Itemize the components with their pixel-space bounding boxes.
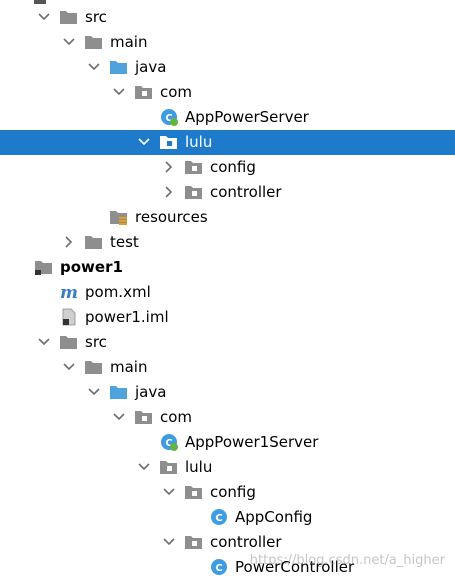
tree-node-com-1[interactable]: com [0, 80, 455, 105]
tree-node-resources-1[interactable]: resources [0, 205, 455, 230]
tree-node-config-1[interactable]: config [0, 155, 455, 180]
tree-node-controller-1[interactable]: controller [0, 180, 455, 205]
tree-node-label: PowerController [235, 558, 355, 576]
tree-node-appconfig[interactable]: C AppConfig [0, 505, 455, 530]
chevron-right-icon[interactable] [162, 160, 176, 174]
package-icon [184, 483, 204, 501]
resources-folder-icon [109, 208, 129, 226]
tree-node-label: power1.iml [85, 308, 169, 326]
chevron-down-icon[interactable] [37, 10, 51, 24]
chevron-right-icon[interactable] [62, 235, 76, 249]
tree-node-label: test [110, 233, 139, 251]
tree-node-label: pom.xml [85, 283, 151, 301]
folder-icon [84, 358, 104, 376]
svg-text:C: C [215, 563, 222, 574]
folder-icon [84, 33, 104, 51]
tree-node-power1[interactable]: power1 [0, 255, 455, 280]
svg-text:C: C [165, 438, 172, 449]
tree-node-label: controller [210, 183, 282, 201]
tree-node-pom-xml[interactable]: m pom.xml [0, 280, 455, 305]
svg-text:C: C [165, 113, 172, 124]
file-icon [59, 308, 79, 326]
spring-class-icon: C [159, 433, 179, 451]
tree-node-label: lulu [185, 133, 213, 151]
package-icon [184, 158, 204, 176]
package-icon [134, 83, 154, 101]
source-folder-icon [109, 383, 129, 401]
chevron-down-icon[interactable] [112, 410, 126, 424]
chevron-down-icon[interactable] [37, 335, 51, 349]
tree-node-config-2[interactable]: config [0, 480, 455, 505]
tree-node-src-1[interactable]: src [0, 5, 455, 30]
tree-node-label: controller [210, 533, 282, 551]
folder-icon [59, 333, 79, 351]
tree-node-main-1[interactable]: main [0, 30, 455, 55]
tree-node-test-1[interactable]: test [0, 230, 455, 255]
tree-node-lulu-1[interactable]: lulu [0, 130, 455, 155]
chevron-down-icon[interactable] [162, 535, 176, 549]
tree-node-java-1[interactable]: java [0, 55, 455, 80]
package-icon [159, 458, 179, 476]
package-icon [184, 533, 204, 551]
source-folder-icon [109, 58, 129, 76]
package-icon [159, 133, 179, 151]
package-icon [134, 408, 154, 426]
tree-node-controller-2[interactable]: controller [0, 530, 455, 555]
tree-node-label: AppPowerServer [185, 108, 309, 126]
folder-icon [84, 233, 104, 251]
tree-node-label: java [135, 58, 167, 76]
chevron-down-icon[interactable] [62, 360, 76, 374]
chevron-right-icon[interactable] [162, 185, 176, 199]
tree-node-label: main [110, 358, 148, 376]
tree-node-com-2[interactable]: com [0, 405, 455, 430]
chevron-down-icon[interactable] [137, 135, 151, 149]
tree-node-power1-iml[interactable]: power1.iml [0, 305, 455, 330]
maven-icon: m [59, 283, 79, 301]
tree-node-powercontroller[interactable]: C PowerController [0, 555, 455, 580]
svg-text:m: m [60, 283, 78, 301]
tree-node-apppowerserver[interactable]: C AppPowerServer [0, 105, 455, 130]
chevron-down-icon[interactable] [62, 35, 76, 49]
tree-node-label: AppPower1Server [185, 433, 319, 451]
tree-node-label: com [160, 83, 193, 101]
class-icon: C [209, 508, 229, 526]
tree-node-java-2[interactable]: java [0, 380, 455, 405]
tree-node-label: java [135, 383, 167, 401]
svg-text:C: C [215, 513, 222, 524]
tree-node-label: AppConfig [235, 508, 313, 526]
tree-node-main-2[interactable]: main [0, 355, 455, 380]
clipped-row-fragment [34, 0, 46, 4]
chevron-down-icon[interactable] [162, 485, 176, 499]
spring-class-icon: C [159, 108, 179, 126]
tree-node-label: power1 [60, 258, 123, 276]
tree-node-label: resources [135, 208, 208, 226]
tree-node-label: lulu [185, 458, 213, 476]
chevron-down-icon[interactable] [87, 60, 101, 74]
tree-node-src-2[interactable]: src [0, 330, 455, 355]
class-icon: C [209, 558, 229, 576]
chevron-down-icon[interactable] [87, 385, 101, 399]
tree-node-label: main [110, 33, 148, 51]
tree-node-lulu-2[interactable]: lulu [0, 455, 455, 480]
folder-icon [59, 8, 79, 26]
package-icon [184, 183, 204, 201]
tree-node-label: com [160, 408, 193, 426]
tree-node-label: config [210, 483, 256, 501]
tree-node-label: src [85, 333, 107, 351]
module-folder-icon [34, 258, 54, 276]
chevron-down-icon[interactable] [137, 460, 151, 474]
tree-node-apppower1server[interactable]: C AppPower1Server [0, 430, 455, 455]
tree-node-label: config [210, 158, 256, 176]
chevron-down-icon[interactable] [112, 85, 126, 99]
tree-node-label: src [85, 8, 107, 26]
